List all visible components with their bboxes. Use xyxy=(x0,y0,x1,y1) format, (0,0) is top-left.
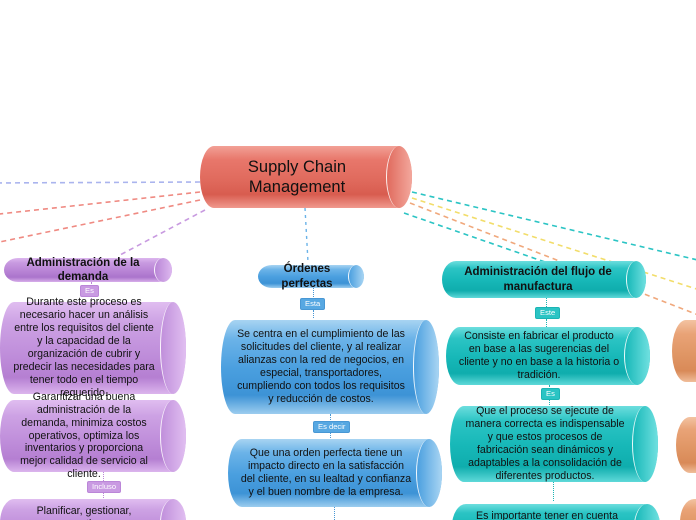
connector-stub-orders-2 xyxy=(313,310,314,318)
node-body xyxy=(676,417,696,473)
node-body xyxy=(221,320,439,414)
branch-manufacture-node-1-text: Consiste en fabricar el producto en base… xyxy=(458,330,620,381)
branch-demand-node-3[interactable]: Planificar, gestionar, pronosticar y xyxy=(0,499,186,520)
node-body xyxy=(200,146,412,208)
branch-orders-node-1[interactable]: Se centra en el cumplimiento de las soli… xyxy=(221,320,439,414)
node-cap xyxy=(160,302,186,394)
connector-label-manufacture-es[interactable]: Es xyxy=(541,388,560,400)
branch-manufacture-node-2[interactable]: Que el proceso se ejecute de manera corr… xyxy=(450,405,658,482)
connector-stub-demand-2 xyxy=(91,296,92,303)
node-cap xyxy=(416,439,442,507)
branch-demand-node-2[interactable]: Garantizar una buena administración de l… xyxy=(0,390,186,481)
node-body xyxy=(0,302,186,394)
connector-label-orders-esta[interactable]: Esta xyxy=(300,298,326,310)
central-topic-line1: Supply Chain xyxy=(247,157,347,176)
connector-label-manufacture-este[interactable]: Este xyxy=(535,307,561,319)
central-topic-label: Supply Chain Management xyxy=(208,146,386,208)
branch-orange-node-2-text: n xyxy=(682,417,696,473)
connector-stub-orders-4 xyxy=(330,432,331,440)
central-topic-line2: Management xyxy=(248,178,346,196)
branch-demand-node-3-text: Planificar, gestionar, pronosticar y xyxy=(36,505,132,520)
node-body xyxy=(446,327,650,385)
branch-orders-node-2-text: Que una orden perfecta tiene un impacto … xyxy=(240,447,412,498)
node-cap xyxy=(160,400,186,472)
node-body xyxy=(450,406,658,482)
node-body xyxy=(258,265,364,288)
branch-demand-node-1[interactable]: Durante este proceso es necesario hacer … xyxy=(0,296,186,399)
branch-orange-node-2-clipped[interactable]: n xyxy=(676,417,696,473)
node-cap xyxy=(626,261,646,298)
node-cap xyxy=(154,258,172,282)
connector-label-orders-esdecir[interactable]: Es decir xyxy=(313,421,351,433)
node-body xyxy=(0,400,186,472)
branch-demand-node-1-text: Durante este proceso es necesario hacer … xyxy=(13,296,155,399)
branch-manufacture-head-label: Administración del flujo de manufactura xyxy=(464,266,612,293)
node-cap xyxy=(348,265,364,288)
branch-manufacture-head-node[interactable]: Administración del flujo de manufactura xyxy=(442,261,646,298)
node-cap xyxy=(624,327,650,385)
connector-label-demand-es[interactable]: Es xyxy=(80,285,99,297)
branch-orange-node-1-clipped[interactable]: Ti co nu xyxy=(672,320,696,382)
branch-manufacture-node-2-text: Que el proceso se ejecute de manera corr… xyxy=(465,405,625,482)
connector-stub-manu-2 xyxy=(546,319,547,327)
connector-stub-demand-5 xyxy=(103,492,104,500)
branch-manufacture-node-3[interactable]: Es importante tener en cuenta xyxy=(452,504,660,520)
branch-orange-node-3-clipped[interactable] xyxy=(680,499,696,520)
branch-manufacture-node-3-text: Es importante tener en cuenta xyxy=(476,510,618,520)
branch-demand-head-node[interactable]: Administración de la demanda xyxy=(4,256,172,283)
node-body xyxy=(452,504,660,520)
branch-orders-head-label: Órdenes perfectas xyxy=(281,263,333,290)
branch-orange-node-1-text: Ti co nu xyxy=(678,320,696,382)
node-cap xyxy=(386,146,412,208)
branch-orders-node-2[interactable]: Que una orden perfecta tiene un impacto … xyxy=(228,439,442,507)
branch-manufacture-node-1[interactable]: Consiste en fabricar el producto en base… xyxy=(446,327,650,385)
branch-orders-head-node[interactable]: Órdenes perfectas xyxy=(258,263,364,290)
node-cap xyxy=(413,320,439,414)
node-body xyxy=(0,499,186,520)
node-body xyxy=(228,439,442,507)
connector-stub-manu-5 xyxy=(553,482,554,501)
connector-stub-manu-4 xyxy=(549,400,550,407)
branch-demand-head-label: Administración de la demanda xyxy=(26,256,140,283)
central-topic-node[interactable]: Supply Chain Management xyxy=(200,146,412,208)
connector-stub-orders-3 xyxy=(330,414,331,422)
connector-stub-demand-4 xyxy=(103,472,104,481)
node-body xyxy=(672,320,696,382)
branch-orders-node-1-text: Se centra en el cumplimiento de las soli… xyxy=(237,328,405,405)
connector-stub-manu-1 xyxy=(546,298,547,307)
connector-stub-orders-1 xyxy=(313,288,314,297)
branch-demand-node-2-text: Garantizar una buena administración de l… xyxy=(20,390,148,481)
node-body xyxy=(4,258,172,282)
connector-stub-demand-3 xyxy=(91,394,92,402)
connector-stub-orders-5 xyxy=(334,507,335,520)
connector-label-demand-incluso[interactable]: Incluso xyxy=(87,481,122,493)
node-body xyxy=(680,499,696,520)
node-cap xyxy=(632,406,658,482)
